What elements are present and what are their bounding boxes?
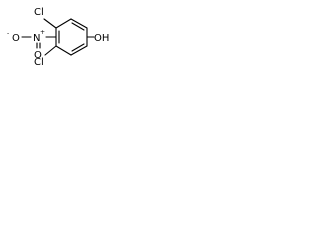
bond-cl-top <box>43 18 57 29</box>
benzene-ring <box>55 18 88 56</box>
ring-double-bond-c4-c5 <box>71 43 85 52</box>
label-nitro-n: N <box>33 33 40 44</box>
label-nitro-o-single: O <box>12 33 20 44</box>
label-cl-top: Cl <box>34 7 44 18</box>
label-cl-bottom: Cl <box>34 57 44 68</box>
label-nitro-n-charge: + <box>40 29 45 36</box>
bond-cl-bottom <box>44 45 57 56</box>
ring-bond-c4-c5 <box>70 45 88 56</box>
ring-bond-c5-c6 <box>55 45 72 56</box>
structure-diagram: Cl Cl N + O - O OH <box>7 7 109 68</box>
label-nitro-o-double: O <box>34 50 42 61</box>
ring-double-bond-c2-c3 <box>71 22 85 31</box>
label-nitro-o-charge: - <box>7 30 9 37</box>
ring-bond-c2-c3 <box>70 18 88 29</box>
ring-bond-c1-c2 <box>55 18 72 29</box>
label-hydroxyl: OH <box>94 33 109 44</box>
